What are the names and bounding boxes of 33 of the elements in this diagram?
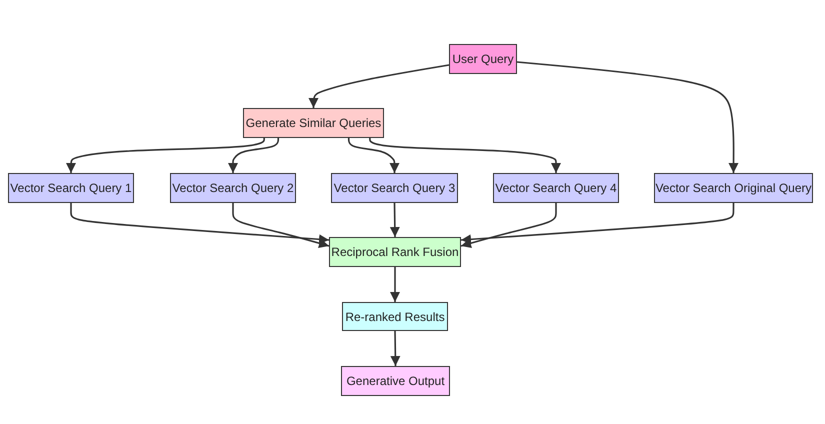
process-box [329,237,461,267]
node-label: Re-ranked Results [345,310,445,324]
process-box [331,173,458,203]
node-label: User Query [452,52,514,66]
arrow [228,138,280,173]
node-label: Vector Search Query 2 [172,181,294,195]
node-label: Vector Search Original Query [655,181,812,195]
node-label: Vector Search Query 4 [495,181,617,195]
arrow [232,203,330,248]
process-box [243,108,384,138]
arrow [66,138,265,173]
process-box [342,302,448,331]
arrow [308,64,450,108]
arrow [369,138,561,173]
process-box [8,173,134,203]
arrow [460,203,557,248]
arrow [390,202,400,238]
process-box [170,173,296,203]
arrow [460,203,734,244]
node-label: Vector Search Query 1 [10,181,132,195]
node-label: Reciprocal Rank Fusion [331,245,459,259]
arrow [516,61,738,173]
arrow [390,267,400,302]
process-box [654,173,813,203]
arrow [348,138,400,173]
node-label: Generate Similar Queries [246,116,382,130]
process-box [449,44,517,74]
process-box [493,173,619,203]
arrow [390,330,400,366]
node-label: Vector Search Query 3 [334,181,456,195]
arrow [70,203,330,244]
process-box [341,366,450,396]
node-label: Generative Output [346,374,445,388]
